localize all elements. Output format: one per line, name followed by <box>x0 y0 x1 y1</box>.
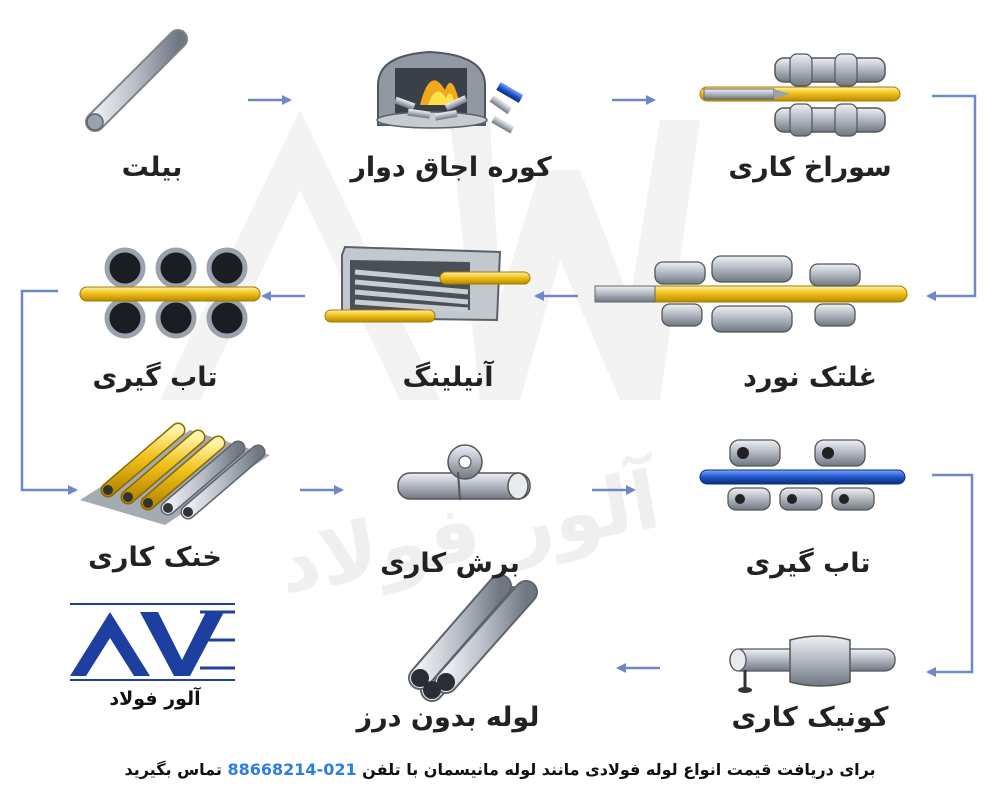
company-logo <box>70 603 235 681</box>
label-annealing: آنیلینگ <box>402 362 494 393</box>
footer-contact: برای دریافت قیمت انواع لوله فولادی مانند… <box>124 760 875 779</box>
footer-text-after: تماس بگیرید <box>124 760 222 779</box>
flow-arrows <box>20 94 977 677</box>
arrow-straightening-to-conical <box>926 473 974 677</box>
cooling-illustration <box>80 422 270 525</box>
arrow-straightening-to-cooling <box>20 289 78 495</box>
label-straightening-1: تاب گیری <box>92 362 218 393</box>
label-piercing: سوراخ کاری <box>728 152 892 183</box>
logo-text: آلور فولاد <box>109 688 201 710</box>
straightening-illustration-2 <box>699 439 906 511</box>
label-seamless-pipe: لوله بدون درز <box>356 702 540 733</box>
footer-phone[interactable]: 021-88668214 <box>227 760 357 779</box>
cutting-illustration <box>397 444 531 501</box>
straightening-illustration-1 <box>79 247 261 339</box>
conical-illustration <box>729 635 896 693</box>
arrow-piercing-to-rolling <box>926 94 977 301</box>
rolling-illustration <box>594 255 908 333</box>
label-cooling: خنک کاری <box>88 542 222 573</box>
annealing-illustration <box>324 245 531 323</box>
piercing-illustration <box>699 53 901 137</box>
label-cutting: برش کاری <box>380 548 520 579</box>
label-rotary-furnace: کوره اجاق دوار <box>350 152 552 183</box>
label-mandrel-rolling: غلتک نورد <box>743 362 877 393</box>
label-conical: کونیک کاری <box>731 702 889 733</box>
billet-illustration <box>85 29 188 132</box>
furnace-illustration <box>376 50 524 134</box>
footer-text-before: برای دریافت قیمت انواع لوله فولادی مانند… <box>362 760 876 779</box>
label-straightening-2: تاب گیری <box>745 548 871 579</box>
label-billet: بیلت <box>121 152 183 183</box>
seamless-pipe-illustration <box>408 574 538 702</box>
